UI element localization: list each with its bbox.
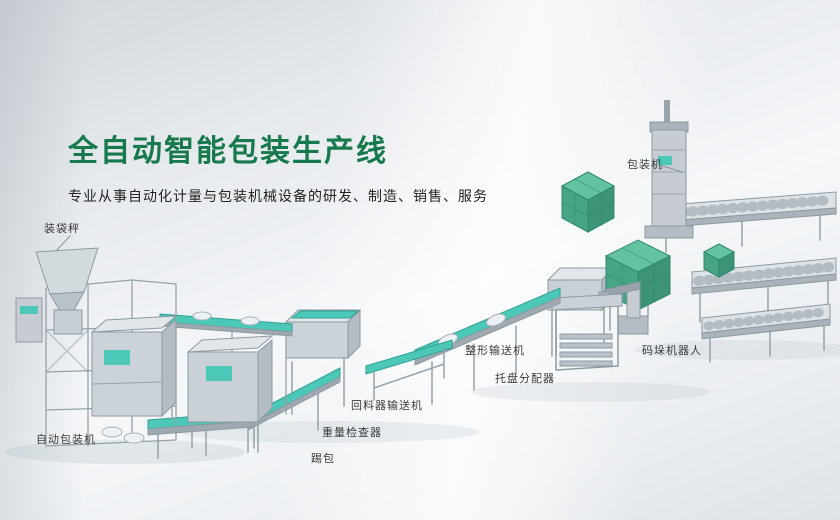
label-bag-kicker: 踢包 — [311, 453, 335, 465]
green-box-stack-1 — [560, 171, 616, 233]
page-subtitle: 专业从事自动化计量与包装机械设备的研发、制造、销售、服务 — [68, 188, 488, 204]
page-title: 全自动智能包装生产线 — [68, 135, 388, 168]
left-cabinet — [15, 297, 43, 343]
label-shaping-conveyor: 整形输送机 — [465, 345, 525, 357]
bagging-machine-body — [90, 315, 178, 444]
packing-machine-tower — [644, 100, 694, 239]
hero-text-block: 全自动智能包装生产线 专业从事自动化计量与包装机械设备的研发、制造、销售、服务 — [68, 126, 488, 206]
label-pallet-dispenser: 托盘分配器 — [495, 373, 555, 385]
label-palletizing-robot: 码垛机器人 — [642, 345, 702, 357]
leader-lines — [55, 164, 683, 252]
label-auto-packing-machine: 自动包装机 — [36, 434, 96, 446]
transfer-platform — [546, 266, 616, 355]
roller-conveyor-1 — [655, 191, 837, 253]
pallet-dispenser-machine — [551, 293, 623, 371]
label-weight-checker: 重量检查器 — [322, 427, 382, 439]
green-box-on-conveyor — [702, 243, 736, 278]
bagging-scale-machine — [35, 247, 99, 335]
label-bagging-scale: 装袋秤 — [44, 223, 80, 235]
curve-platform — [284, 308, 362, 415]
roller-conveyor-3 — [701, 303, 831, 363]
label-return-feeder-conveyor: 回料器输送机 — [351, 400, 423, 412]
label-packing-machine: 包装机 — [627, 159, 663, 171]
roller-conveyor-2 — [691, 257, 837, 323]
auto-packing-machine-body — [186, 335, 274, 449]
return-conveyor-table — [365, 339, 453, 401]
